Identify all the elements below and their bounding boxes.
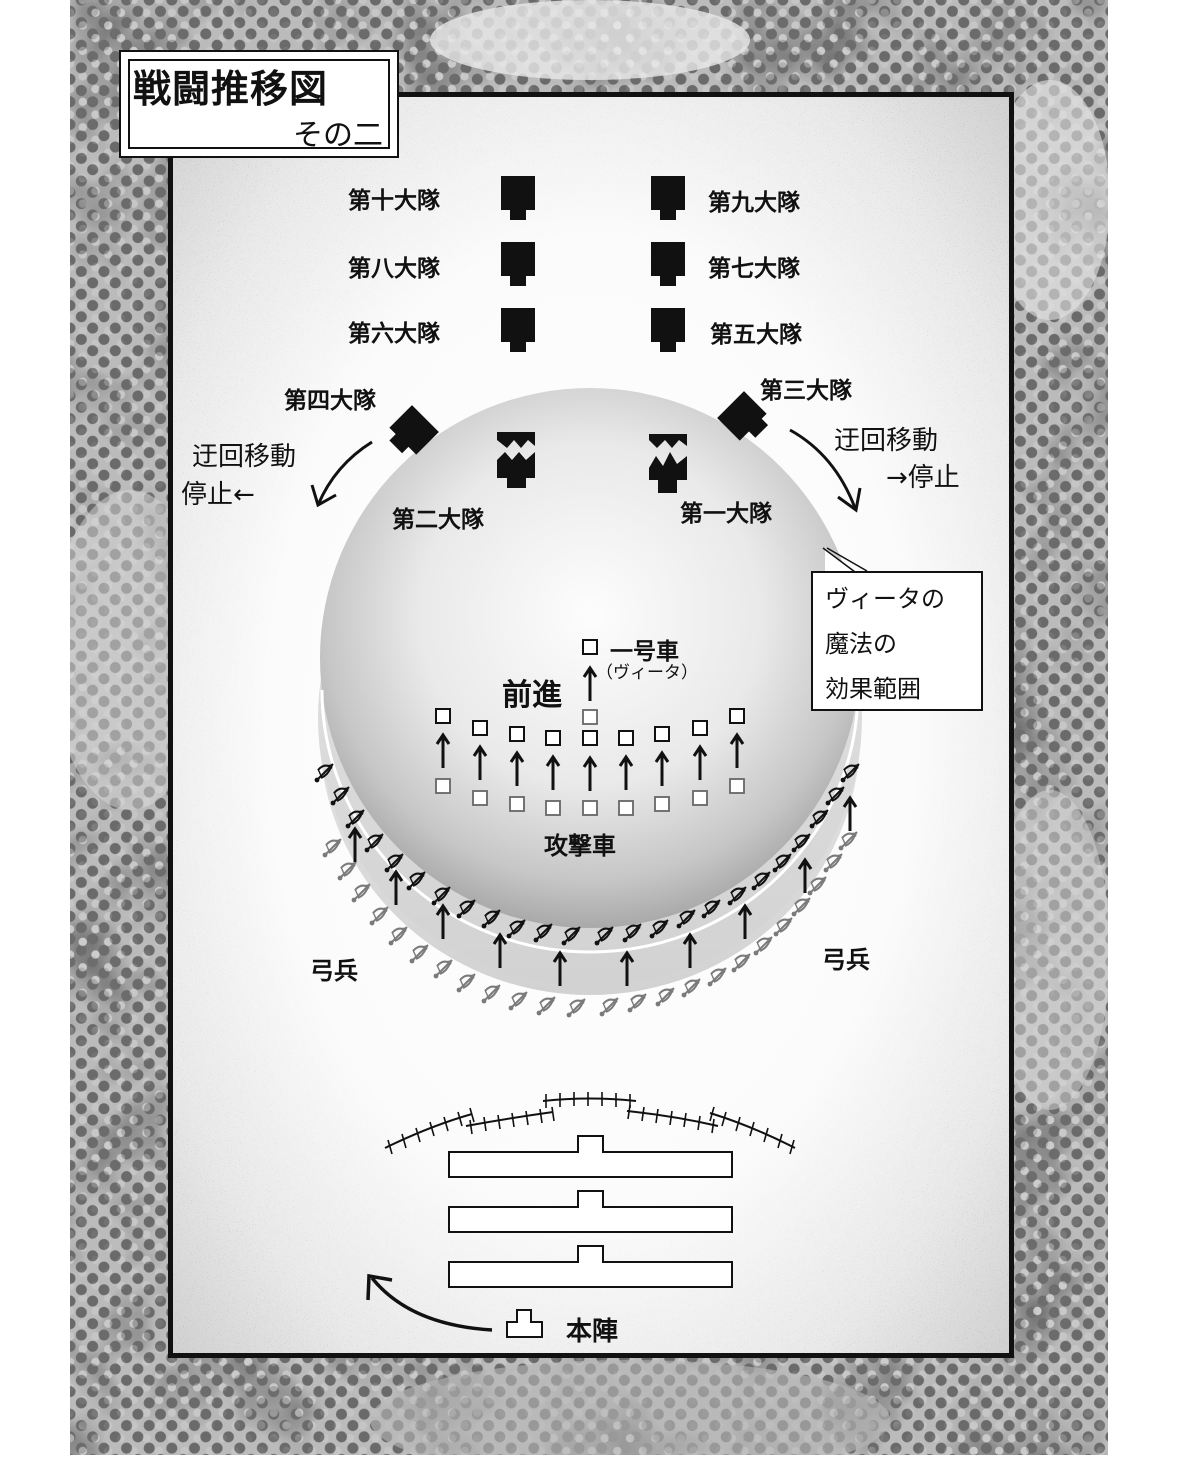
unit-8-icon: [501, 242, 535, 286]
unit-5-icon: [651, 308, 685, 352]
title-inner-border: [128, 59, 390, 149]
unit-9-icon: [651, 176, 685, 220]
right-arrowhead-icon: [837, 487, 862, 513]
left-arrowhead-icon: [310, 484, 337, 508]
label-vehicle-1: 一号車: [610, 639, 679, 665]
right-curve-arrow-icon: [789, 428, 857, 509]
label-unit-5: 第五大隊: [710, 322, 802, 348]
unit-1-broken-icon: [649, 434, 687, 493]
label-vehicle-1-driver: （ヴィータ）: [596, 663, 698, 683]
callout-line-3: 効果範囲: [825, 675, 921, 703]
formation-1: [448, 1135, 733, 1178]
unit-3-icon: [717, 391, 769, 441]
label-unit-7: 第七大隊: [708, 256, 800, 282]
unit-10-icon: [501, 176, 535, 220]
label-unit-1: 第一大隊: [680, 501, 772, 527]
label-unit-8: 第八大隊: [348, 256, 440, 282]
formation-2: [448, 1190, 733, 1233]
label-unit-4: 第四大隊: [284, 388, 376, 414]
callout-line-2: 魔法の: [825, 630, 897, 658]
label-right-move-2: →停止: [886, 463, 960, 493]
magic-range-callout: ヴィータの 魔法の 効果範囲: [811, 571, 983, 711]
label-unit-9: 第九大隊: [708, 190, 800, 216]
label-right-move-1: 迂回移動: [834, 426, 939, 456]
home-formations: [448, 1135, 733, 1338]
title-box: 戦闘推移図 その二: [119, 50, 399, 158]
flank-move-arrows: [310, 428, 862, 513]
page-subtitle: その二: [293, 118, 383, 153]
home-hq-icon: [506, 1309, 543, 1338]
left-curve-arrow-icon: [316, 440, 373, 506]
label-archers-left: 弓兵: [310, 957, 358, 985]
label-left-move-2: 停止←: [181, 480, 255, 510]
callout-tail: [822, 547, 868, 573]
label-archers-right: 弓兵: [822, 946, 870, 974]
label-left-move-1: 迂回移動: [192, 442, 297, 472]
label-advance: 前進: [502, 678, 562, 713]
unit-4-icon: [389, 405, 439, 455]
label-unit-3: 第三大隊: [760, 378, 852, 404]
unit-7-icon: [651, 242, 685, 286]
callout-line-1: ヴィータの: [825, 585, 945, 613]
unit-6-icon: [501, 308, 535, 352]
page-title: 戦闘推移図: [133, 67, 329, 111]
label-unit-10: 第十大隊: [348, 188, 440, 214]
unit-2-broken-icon: [497, 432, 535, 488]
label-home-hq: 本陣: [566, 1317, 619, 1347]
label-unit-6: 第六大隊: [348, 321, 440, 347]
vehicle-1-icon: [582, 639, 598, 655]
enemy-unit-icons: [389, 176, 769, 493]
formation-3: [448, 1245, 733, 1288]
hq-flank-arrow-icon: [366, 1273, 493, 1332]
label-attack-vehicles: 攻撃車: [544, 832, 616, 860]
label-unit-2: 第二大隊: [392, 507, 484, 533]
palisade-lines: [384, 1092, 796, 1155]
